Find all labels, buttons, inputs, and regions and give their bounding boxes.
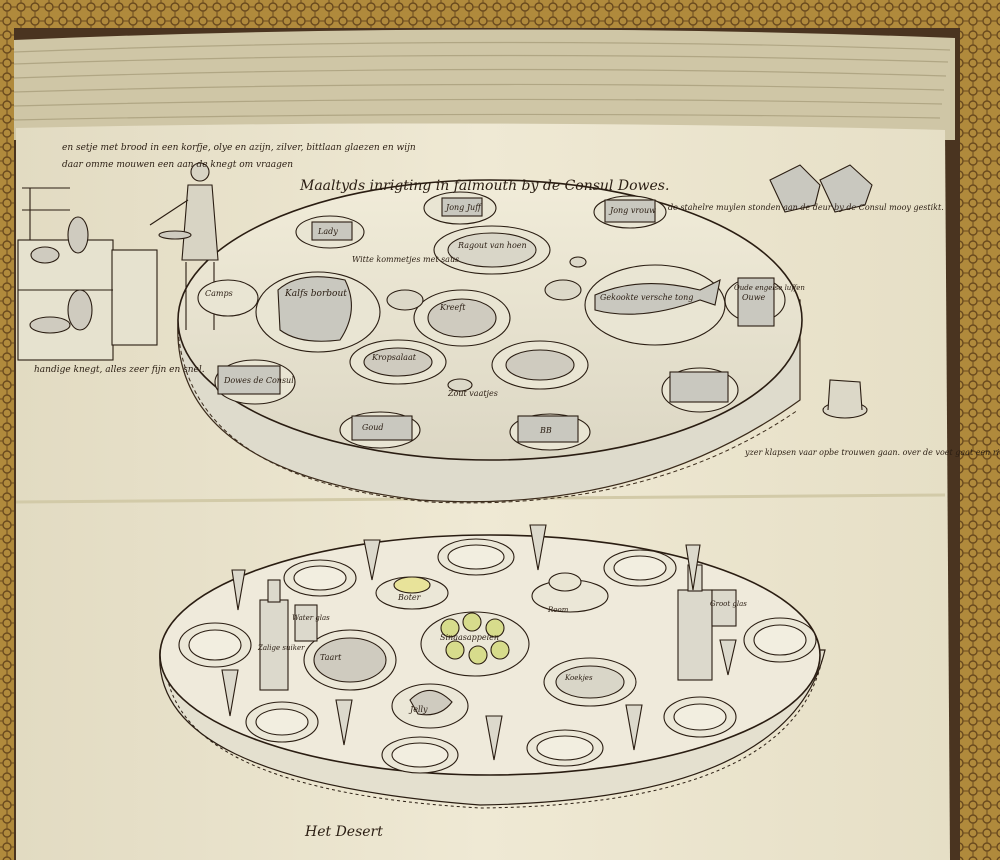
note-shoes: de stahelre muylen stonden aan de deur b… — [668, 203, 944, 212]
note-patten: yzer klapsen vaar opbe trouwen gaan. ove… — [744, 448, 1000, 457]
place-card-5: Goud — [362, 423, 383, 432]
place-card-6: BB — [539, 426, 552, 435]
place-card-2: Jong vrouw — [608, 206, 656, 215]
shoes-drawing — [769, 164, 873, 213]
dish-0: Ragout van hoen — [457, 241, 527, 250]
upper-title: Maaltyds inrigting in falmouth by de Con… — [299, 178, 669, 194]
place-card-3: Camps — [205, 289, 233, 298]
lower-label-1: Zalige suiker — [257, 644, 305, 652]
sideboard — [17, 187, 158, 361]
place-card-1: Lady — [317, 227, 338, 236]
note-top-left-1: en setje met brood in een korfje, olye e… — [62, 143, 416, 153]
place-card-4: Dowes de Consul — [223, 376, 294, 385]
lower-dishes — [303, 572, 637, 729]
upper-place-settings — [197, 191, 786, 451]
dish-4: Kropsalaat — [371, 353, 417, 362]
lower-dish-3: Jelly — [408, 705, 428, 714]
patten-drawing — [822, 379, 868, 419]
lower-table — [159, 524, 826, 809]
dish-1: Kalfs borbout — [284, 289, 347, 299]
note-servant: handige knegt, alles zeer fijn en snel. — [34, 365, 205, 375]
note-top-left-2: daar omme mouwen een aan de knegt om vra… — [62, 160, 293, 170]
lower-label-0: Water glas — [292, 614, 330, 622]
lower-dish-0: Boter — [397, 593, 422, 602]
dish-6: Zout vaatjes — [447, 389, 498, 398]
lower-title: Het Desert — [304, 824, 383, 840]
lower-label-2: Room — [547, 606, 569, 614]
dish-2: Gekookte versche tong — [600, 293, 693, 302]
lower-glassware — [221, 524, 737, 761]
dish-5: Kreeft — [439, 303, 466, 312]
upper-dishes — [255, 225, 726, 392]
servant-figure — [149, 162, 219, 330]
page-stack — [13, 29, 955, 140]
lower-plates — [178, 538, 817, 774]
gilt-border-right — [960, 0, 1000, 860]
lower-label-3: Groot glas — [710, 600, 747, 608]
lower-dish-4: Koekjes — [564, 674, 593, 682]
upper-label-0: Witte kommetjes met saus — [352, 255, 459, 264]
dish-3: Oude engelse luffen — [734, 284, 805, 292]
upper-table — [17, 162, 873, 504]
place-card-0: Jong Juff — [444, 203, 482, 212]
lower-dish-2: Taart — [320, 653, 342, 662]
lower-dish-1: Sinaasappelen — [440, 633, 499, 642]
place-card-7: Ouwe — [742, 293, 766, 302]
gilt-border-left — [0, 0, 14, 860]
gilt-border-top — [0, 0, 1000, 28]
